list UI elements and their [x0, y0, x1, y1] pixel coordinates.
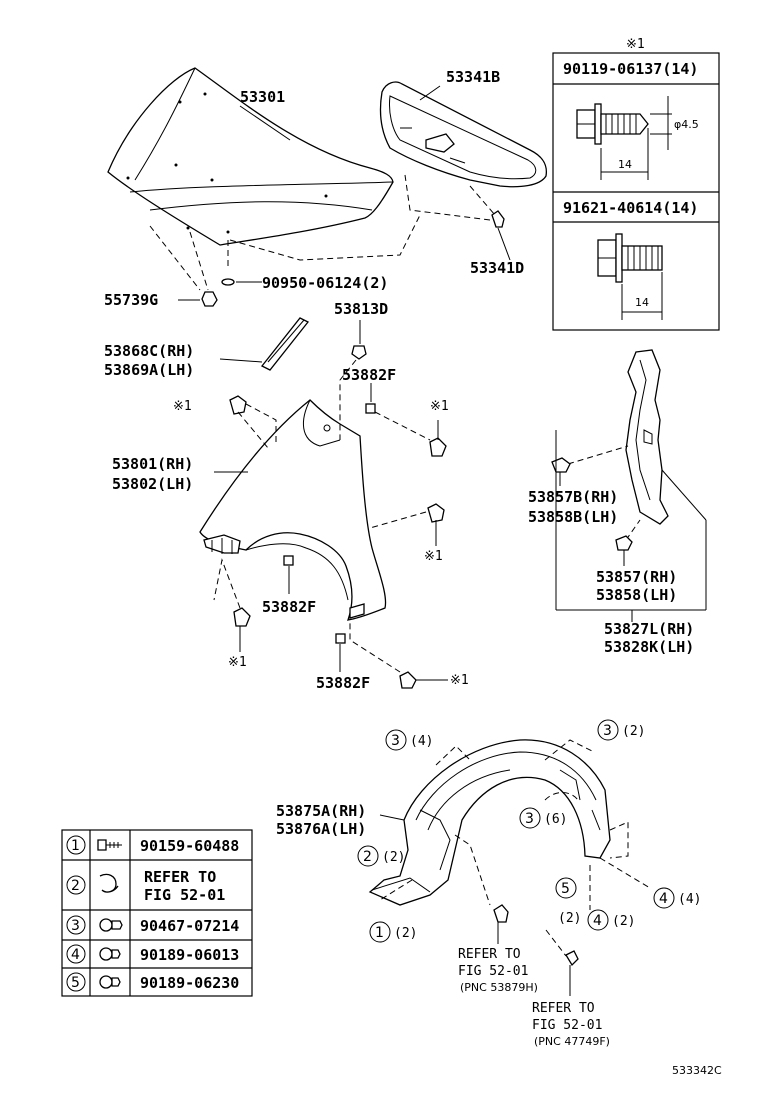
svg-text:2: 2	[363, 849, 372, 865]
label-liner-lh: 53876A(LH)	[276, 820, 366, 838]
legend-row-5: 5 90189-06230	[66, 972, 239, 992]
fender-seal-part	[219, 317, 310, 371]
svg-text:(4): (4)	[678, 892, 701, 907]
label-nut-53882f-mid: 53882F	[262, 598, 316, 616]
fastener-item1-length: 14	[618, 158, 632, 171]
svg-text:4: 4	[593, 913, 602, 929]
svg-text:90189-06230: 90189-06230	[140, 974, 239, 992]
fender-protector-part	[551, 349, 707, 622]
label-fender-seal-rh: 53868C(RH)	[104, 342, 194, 360]
svg-text:3: 3	[391, 733, 400, 749]
clip-callout-4b: 4 (4)	[653, 887, 701, 909]
hood-seal-part	[379, 81, 548, 261]
label-liner-rh: 53875A(RH)	[276, 802, 366, 820]
label-assy-rh: 53827L(RH)	[604, 620, 694, 638]
svg-text:4: 4	[659, 891, 668, 907]
label-nut-53882f-top: 53882F	[342, 366, 396, 384]
label-seal-lh: 53858(LH)	[596, 586, 677, 604]
label-fender-seal-lh: 53869A(LH)	[104, 361, 194, 379]
nut-53882f-top	[365, 383, 431, 441]
fastener-spec-box	[552, 52, 720, 331]
fastener-box-header: ※1	[626, 37, 645, 52]
svg-text:(6): (6)	[544, 812, 567, 827]
star-label-fender-bottom: ※1	[228, 655, 247, 670]
refer2-line1: REFER TO	[532, 1001, 595, 1016]
clip-callout-4a: 4 (2)	[587, 909, 635, 931]
clip-callout-3-topright: 3 (2)	[597, 719, 645, 741]
svg-text:1: 1	[71, 838, 80, 854]
nut-icon	[99, 975, 121, 989]
svg-text:(2): (2)	[382, 850, 405, 865]
label-seal-rh: 53857(RH)	[596, 568, 677, 586]
fastener-item2-length: 14	[635, 296, 649, 309]
svg-text:(2): (2)	[612, 914, 635, 929]
label-protector-lh: 53858B(LH)	[528, 508, 618, 526]
label-protector-rh: 53857B(RH)	[528, 488, 618, 506]
svg-text:FIG 52-01: FIG 52-01	[144, 886, 225, 904]
nut-icon	[99, 947, 121, 961]
legend-row-2: 2 REFER TO FIG 52-01	[66, 868, 225, 904]
label-hood-retainer: 55739G	[104, 291, 158, 309]
star-label-fender-top: ※1	[173, 399, 192, 414]
hood-part	[107, 67, 421, 307]
label-fender-rh: 53801(RH)	[112, 455, 193, 473]
clip-callout-3-mid: 3 (6)	[519, 807, 567, 829]
svg-text:2: 2	[71, 878, 80, 894]
label-nut-53882f-bottom: 53882F	[316, 674, 370, 692]
diagram-id: 533342C	[672, 1064, 722, 1077]
clip-callout-2: 2 (2)	[357, 845, 405, 867]
fastener-item1-diameter: φ4.5	[674, 118, 699, 131]
refer2-line2: FIG 52-01	[532, 1018, 602, 1033]
legend-row-1: 1 90159-60488	[66, 835, 239, 855]
svg-text:90159-60488: 90159-60488	[140, 837, 239, 855]
screw-icon	[97, 839, 122, 851]
svg-text:REFER TO: REFER TO	[144, 868, 216, 886]
fender-bolts	[213, 395, 448, 689]
label-bolt-53813d: 53813D	[334, 300, 388, 318]
svg-text:1: 1	[375, 925, 384, 941]
nut-53882f-bottom	[335, 633, 346, 672]
label-hood: 53301	[240, 88, 285, 106]
clip-callout-3-topleft: 3 (4)	[385, 729, 433, 751]
label-hood-cushion: 90950-06124(2)	[262, 274, 388, 292]
star-label-fender-right: ※1	[430, 399, 449, 414]
svg-text:90467-07214: 90467-07214	[140, 917, 239, 935]
svg-text:3: 3	[525, 811, 534, 827]
label-hood-seal: 53341B	[446, 68, 500, 86]
legend-table	[61, 829, 253, 997]
svg-text:5: 5	[561, 881, 570, 897]
fender-liner-part	[368, 739, 651, 996]
nut-53882f-mid	[283, 555, 294, 594]
clip-callout-5: 5 (2)	[555, 877, 581, 926]
label-assy-lh: 53828K(LH)	[604, 638, 694, 656]
push-clip-icon	[99, 918, 123, 932]
clip-callout-1: 1 (2)	[369, 921, 417, 943]
svg-text:5: 5	[71, 975, 80, 991]
clip-icon	[99, 873, 119, 893]
svg-text:90189-06013: 90189-06013	[140, 946, 239, 964]
label-seal-clip: 53341D	[470, 259, 524, 277]
fastener-item2-label: 91621-40614(14)	[563, 199, 698, 217]
fastener-item1-label: 90119-06137(14)	[563, 60, 698, 78]
refer1-line3: (PNC 53879H)	[460, 981, 538, 994]
svg-text:(2): (2)	[622, 724, 645, 739]
refer2-line3: (PNC 47749F)	[534, 1035, 610, 1048]
svg-text:3: 3	[603, 723, 612, 739]
fender-part	[199, 399, 387, 621]
svg-text:3: 3	[71, 918, 80, 934]
label-fender-lh: 53802(LH)	[112, 475, 193, 493]
star-label-fender-lower: ※1	[450, 673, 469, 688]
svg-text:(2): (2)	[558, 911, 581, 926]
legend-row-3: 3 90467-07214	[66, 915, 239, 935]
refer1-line1: REFER TO	[458, 947, 521, 962]
star-label-fender-mid: ※1	[424, 549, 443, 564]
svg-text:4: 4	[71, 947, 80, 963]
bolt-53813d	[339, 320, 367, 440]
legend-row-4: 4 90189-06013	[66, 944, 239, 964]
svg-text:(2): (2)	[394, 926, 417, 941]
svg-text:(4): (4)	[410, 734, 433, 749]
refer1-line2: FIG 52-01	[458, 964, 528, 979]
